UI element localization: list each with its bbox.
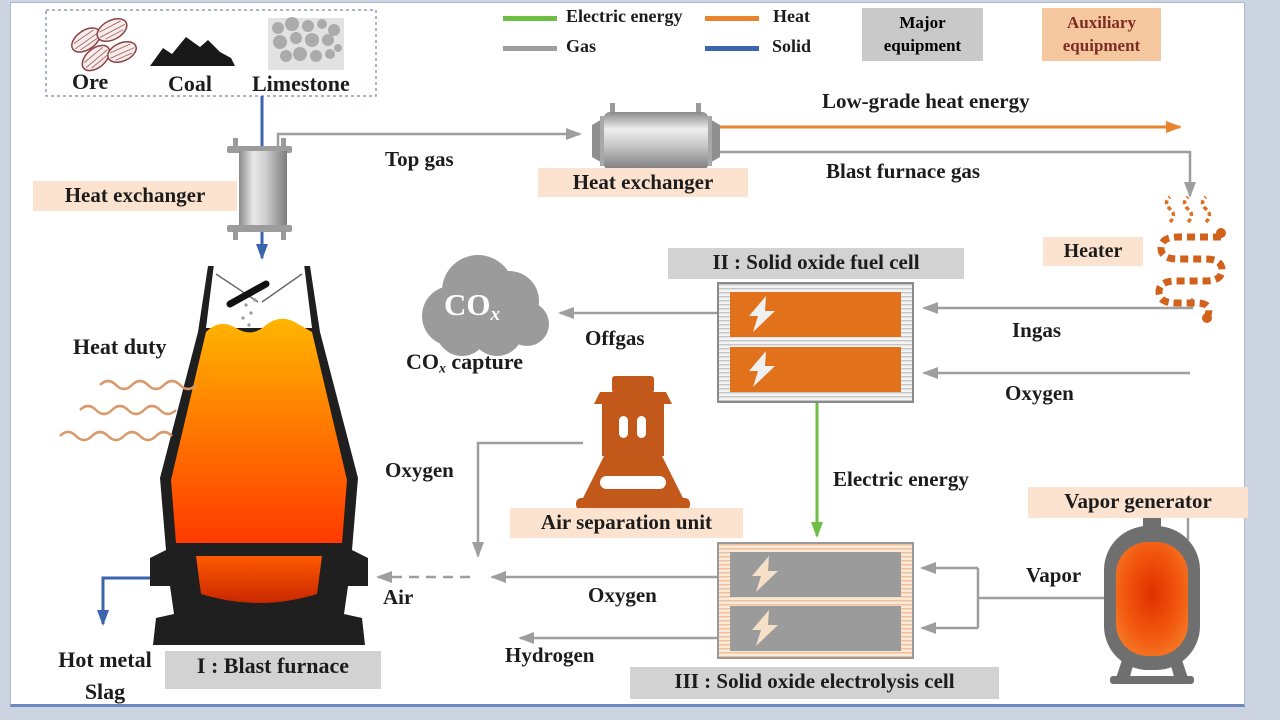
ingas-label: Ingas — [1012, 318, 1062, 342]
gas-line-bf-gas — [710, 150, 1196, 198]
gas-line-ingas — [922, 298, 1194, 314]
heat-exchanger-left-icon — [227, 138, 292, 240]
gas-line-top-gas — [276, 128, 582, 148]
heater-label: Heater — [1043, 237, 1143, 266]
furnace-hearth — [196, 556, 322, 603]
heat-exchanger-left-label: Heat exchanger — [33, 181, 237, 211]
legend-heat-swatch — [705, 16, 759, 21]
cox-capture-suffix: capture — [445, 349, 524, 374]
legend-gas-label: Gas — [566, 36, 597, 56]
legend-gas-swatch — [503, 46, 557, 51]
cox-main: CO — [444, 287, 491, 322]
heater-icon — [1155, 195, 1226, 323]
legend-electric-swatch — [503, 16, 557, 21]
electrolysis-cell-icon — [717, 542, 914, 659]
major-equipment-key: Major equipment — [862, 8, 983, 61]
limestone-icon — [268, 17, 344, 70]
coal-icon — [150, 37, 235, 66]
top-gas-label: Top gas — [385, 147, 454, 171]
oxygen-soec-label: Oxygen — [588, 583, 657, 607]
cox-capture-label: COx capture — [406, 349, 524, 376]
limestone-label: Limestone — [252, 71, 350, 96]
fuel-cell-title: II : Solid oxide fuel cell — [668, 248, 964, 279]
legend-solid-swatch — [705, 46, 759, 51]
coal-label: Coal — [168, 71, 212, 96]
ore-icon — [71, 17, 137, 72]
auxiliary-equipment-key: Auxiliary equipment — [1042, 8, 1161, 61]
hot-metal-label: Hot metal — [58, 647, 152, 672]
blast-furnace-gas-label: Blast furnace gas — [826, 159, 980, 183]
gas-line-vapor-trunk — [976, 568, 1106, 628]
air-label: Air — [383, 585, 414, 609]
major-equipment-line2: equipment — [883, 35, 962, 55]
fuel-cell-icon — [717, 282, 914, 403]
lightning-icon — [749, 296, 775, 332]
major-equipment-line1: Major — [899, 13, 946, 32]
gas-line-asu-oxygen — [472, 441, 583, 558]
low-grade-heat-label: Low-grade heat energy — [822, 89, 1030, 113]
oxygen-asu-label: Oxygen — [385, 458, 454, 482]
lightning-icon — [752, 610, 778, 646]
vapor-generator-icon — [1104, 514, 1200, 684]
legend-heat-label: Heat — [773, 6, 810, 26]
cox-sub: x — [490, 303, 501, 325]
air-separation-unit-icon — [576, 376, 690, 510]
furnace-burden-specks — [241, 298, 257, 327]
blast-furnace-title: I : Blast furnace — [165, 651, 381, 689]
auxiliary-equipment-line2: equipment — [1062, 35, 1141, 55]
ore-label: Ore — [72, 69, 109, 94]
furnace-bell-lines — [215, 273, 303, 303]
cox-cloud-formula: COx — [444, 287, 501, 325]
heat-duty-label: Heat duty — [73, 334, 167, 359]
furnace-melt — [171, 318, 347, 543]
furnace-throat — [206, 264, 312, 328]
solid-line-hot-metal — [97, 576, 162, 626]
oxygen-fuel-cell-label: Oxygen — [1005, 381, 1074, 405]
furnace-chute — [226, 280, 270, 308]
blast-furnace-icon — [150, 264, 368, 645]
legend-solid-label: Solid — [772, 36, 812, 56]
flow-lines — [97, 96, 1196, 644]
heat-duty-waves — [59, 379, 197, 442]
legend-electric-label: Electric energy — [566, 6, 683, 26]
offgas-label: Offgas — [585, 326, 645, 350]
electric-energy-label: Electric energy — [833, 467, 969, 491]
heat-exchanger-mid-icon — [592, 103, 720, 178]
heat-exchanger-mid-label: Heat exchanger — [538, 168, 748, 197]
cox-cloud-icon — [422, 255, 549, 356]
vapor-label: Vapor — [1026, 563, 1082, 587]
hydrogen-label: Hydrogen — [505, 643, 595, 667]
air-separation-unit-label: Air separation unit — [510, 508, 743, 538]
lightning-icon — [749, 351, 775, 387]
auxiliary-equipment-line1: Auxiliary — [1067, 13, 1136, 32]
slag-label: Slag — [84, 679, 126, 704]
electrolysis-cell-title: III : Solid oxide electrolysis cell — [630, 667, 999, 699]
lightning-icon — [752, 556, 778, 592]
cox-capture-sub: x — [439, 360, 446, 376]
raw-materials-box — [45, 9, 377, 97]
vapor-generator-label: Vapor generator — [1028, 487, 1248, 518]
cox-capture-main: CO — [406, 349, 439, 374]
